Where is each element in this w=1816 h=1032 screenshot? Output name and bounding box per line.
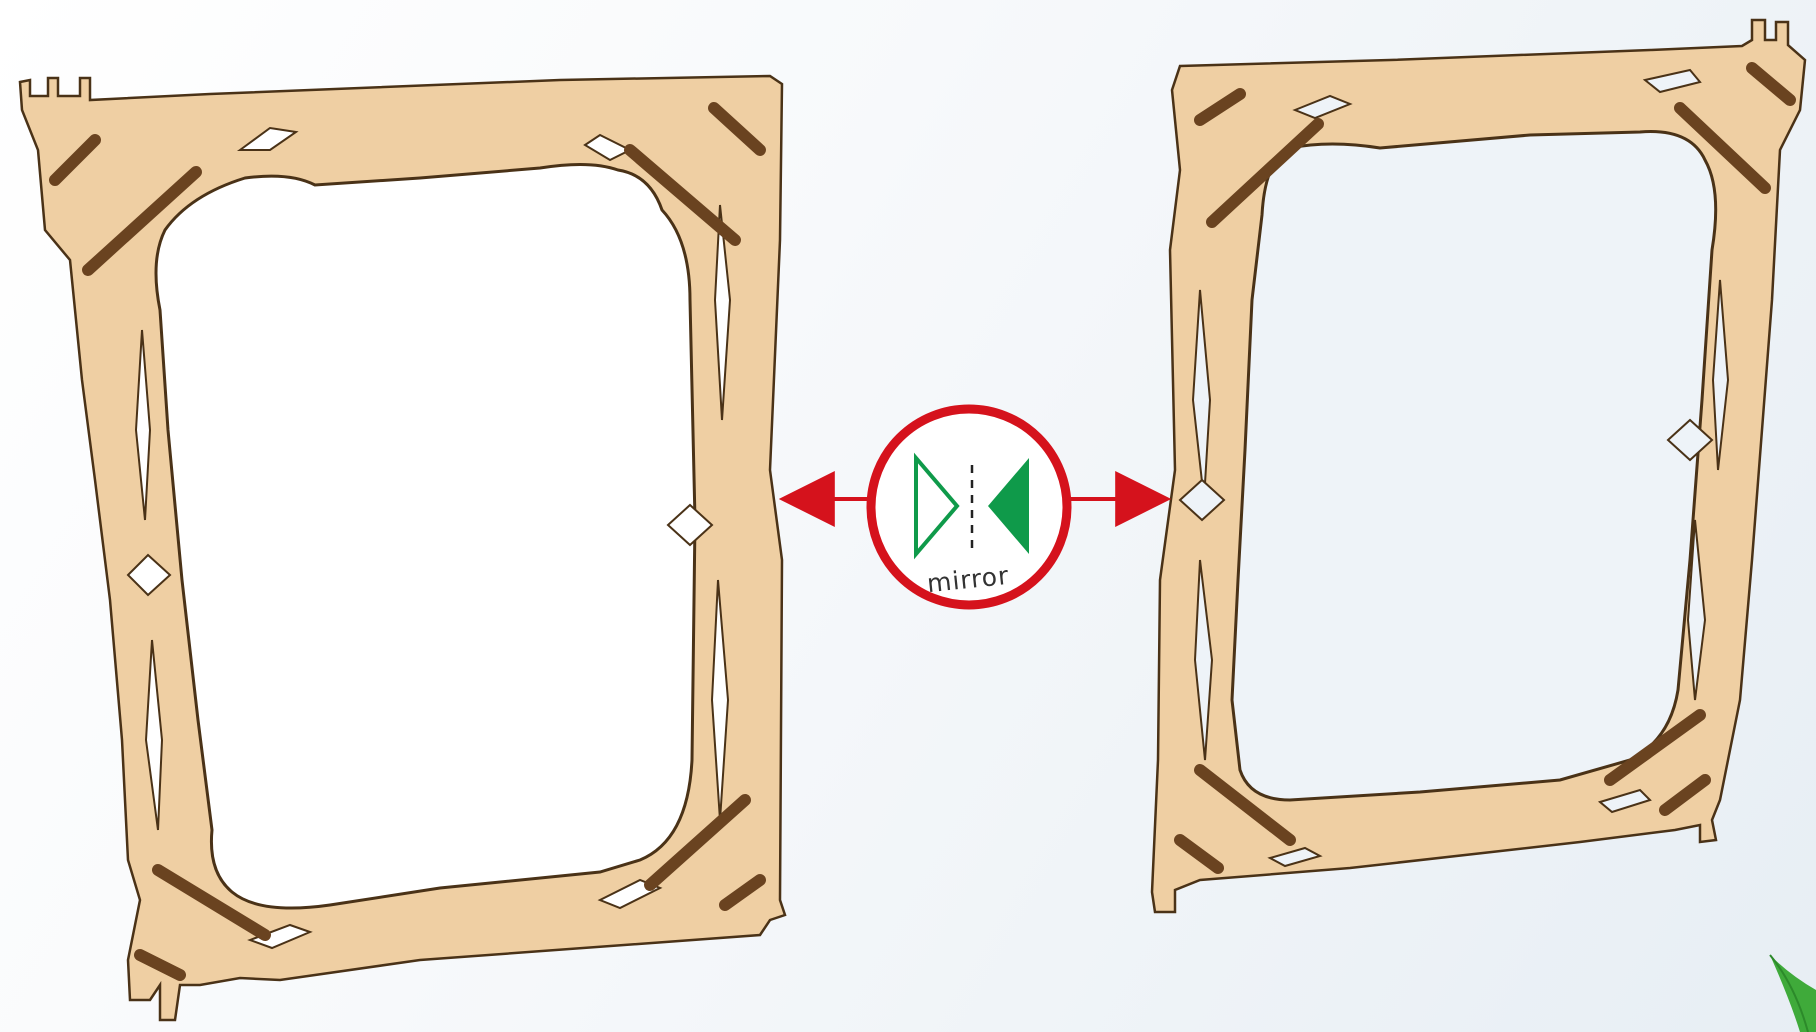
left-wooden-frame [20,76,785,1020]
mirror-symbol: mirror [790,409,1160,605]
right-wooden-frame-mirrored [1152,20,1805,912]
corner-leaf-decoration [1770,955,1816,1032]
